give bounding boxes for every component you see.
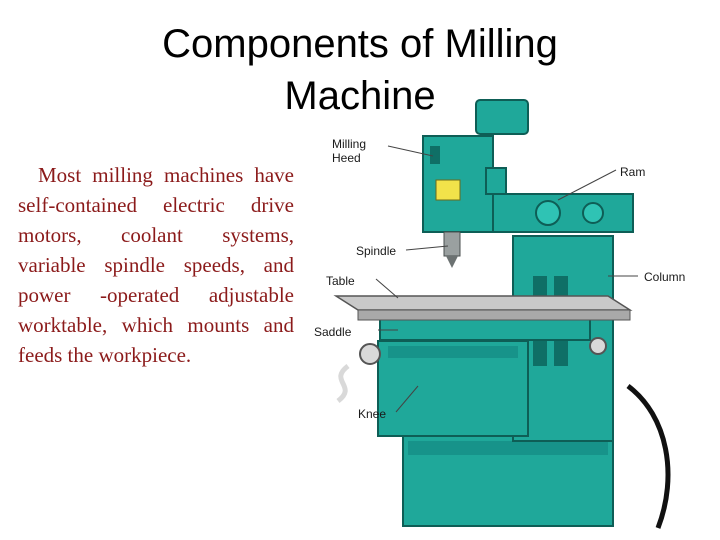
label-milling-heed-2: Heed	[332, 151, 361, 165]
label-knee: Knee	[358, 407, 386, 421]
title-line-2: Machine	[284, 74, 436, 118]
milling-head	[475, 99, 529, 135]
label-table: Table	[326, 274, 355, 288]
label-milling-heed-1: Milling	[332, 137, 366, 151]
milling-machine-illustration: Milling Heed Ram Spindle Column Table Sa…	[314, 99, 685, 529]
slide-title: Components of Milling Machine	[0, 18, 720, 122]
label-saddle: Saddle	[314, 325, 352, 339]
coolant-cable	[626, 384, 671, 529]
body-paragraph: Most milling machines have self-containe…	[18, 160, 294, 370]
milling-machine-diagram: Milling Heed Ram Spindle Column Table Sa…	[308, 96, 712, 532]
spindle	[443, 231, 461, 257]
crank-handle	[336, 364, 350, 403]
label-column: Column	[644, 270, 685, 284]
machine-saddle	[379, 317, 591, 341]
table-handwheel	[359, 343, 381, 365]
title-line-1: Components of Milling	[162, 22, 558, 66]
work-table	[333, 295, 633, 311]
body-text: Most milling machines have self-containe…	[18, 163, 294, 367]
label-ram: Ram	[620, 165, 645, 179]
label-spindle: Spindle	[356, 244, 396, 258]
